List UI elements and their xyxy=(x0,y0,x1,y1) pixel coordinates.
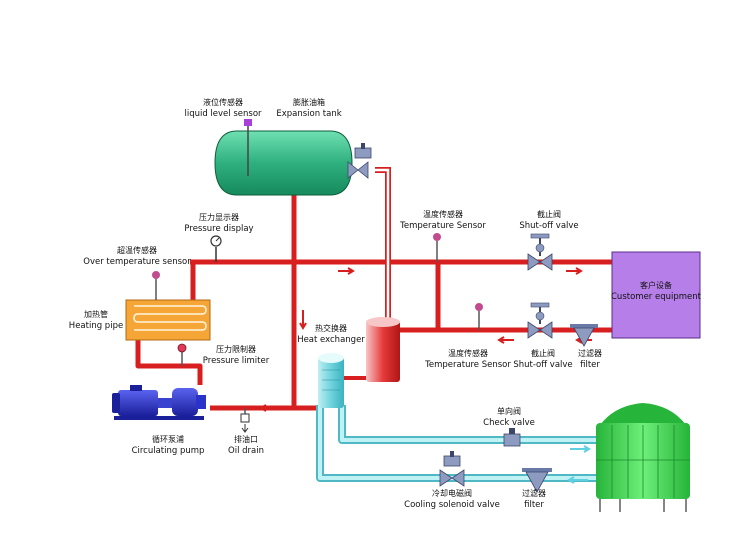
label-over-temp-sensor-en: Over temperature sensor xyxy=(83,257,191,267)
cooling-tower-icon xyxy=(596,403,690,512)
heating-pipe-unit xyxy=(125,299,211,341)
label-filter-right-en: filter xyxy=(580,360,600,370)
flow-arrow-left-icon xyxy=(497,336,514,344)
label-over-temp-sensor-cn: 超温传感器 xyxy=(117,245,157,255)
labels: 液位传感器 liquid level sensor 膨胀油箱 Expansion… xyxy=(69,97,702,510)
flow-arrow-right-icon xyxy=(566,267,583,275)
label-temp-sensor-top-en: Temperature Sensor xyxy=(399,221,486,231)
circulating-pump-icon xyxy=(112,385,206,420)
filter-right-icon xyxy=(570,324,598,347)
flow-arrow-right-icon xyxy=(338,267,355,275)
tank-overflow-pipe xyxy=(375,167,391,320)
label-shutoff-bottom-cn: 截止阀 xyxy=(531,348,555,358)
expansion-tank xyxy=(214,119,353,196)
tank-solenoid-valve-icon xyxy=(347,143,372,179)
label-cooling-solenoid-cn: 冷却电磁阀 xyxy=(432,488,472,498)
label-expansion-tank-cn: 膨胀油箱 xyxy=(293,97,325,107)
label-heat-exchanger-en: Heat exchanger xyxy=(297,335,365,345)
heater-to-pump-pipe xyxy=(135,338,203,385)
cooling-water-pipes xyxy=(316,405,600,482)
label-filter-bottom-en: filter xyxy=(524,500,544,510)
liquid-level-sensor-icon xyxy=(244,119,252,126)
label-temp-sensor-bottom-en: Temperature Sensor xyxy=(424,360,511,370)
pressure-display-icon xyxy=(210,235,222,262)
flow-arrow-left-icon xyxy=(259,404,278,412)
label-check-valve-cn: 单向阀 xyxy=(497,406,521,416)
oil-drain-icon xyxy=(240,408,250,433)
label-filter-right-cn: 过滤器 xyxy=(578,348,602,358)
label-pressure-display-en: Pressure display xyxy=(184,224,253,234)
label-shutoff-bottom-en: Shut-off valve xyxy=(513,360,572,370)
label-pressure-display-cn: 压力显示器 xyxy=(199,212,239,222)
label-filter-bottom-cn: 过滤器 xyxy=(522,488,546,498)
label-check-valve-en: Check valve xyxy=(483,418,535,428)
label-oil-drain-cn: 排油口 xyxy=(234,434,258,444)
label-heating-pipe-en: Heating pipe xyxy=(69,321,123,331)
label-shutoff-top-cn: 截止阀 xyxy=(537,209,561,219)
check-valve-icon xyxy=(503,428,521,447)
label-pressure-limiter-cn: 压力限制器 xyxy=(216,344,256,354)
filter-bottom-icon xyxy=(522,468,552,493)
over-temperature-sensor-icon xyxy=(152,271,160,300)
label-pressure-limiter-en: Pressure limiter xyxy=(203,356,270,366)
flow-arrow-left-icon xyxy=(567,476,588,484)
label-temp-sensor-bottom-cn: 温度传感器 xyxy=(448,348,488,358)
shutoff-valve-bottom-icon xyxy=(527,302,553,339)
label-heat-exchanger-cn: 热交换器 xyxy=(315,323,347,333)
label-oil-drain-en: Oil drain xyxy=(228,446,264,456)
temperature-sensor-bottom-icon xyxy=(475,303,483,330)
label-expansion-tank-en: Expansion tank xyxy=(276,109,341,119)
label-customer-equipment-cn: 客户设备 xyxy=(640,280,672,290)
flow-arrow-right-icon xyxy=(570,445,591,453)
label-circulating-pump-cn: 循环泵浦 xyxy=(152,434,184,444)
temperature-sensor-top-icon xyxy=(433,233,441,262)
label-customer-equipment-en: Customer equipment xyxy=(611,292,702,302)
label-shutoff-top-en: Shut-off valve xyxy=(519,221,578,231)
customer-equipment-box xyxy=(611,251,701,339)
heat-exchanger-unit xyxy=(318,317,400,408)
label-liquid-level-sensor-cn: 液位传感器 xyxy=(203,97,243,107)
label-heating-pipe-cn: 加热管 xyxy=(84,309,108,319)
label-liquid-level-sensor-en: liquid level sensor xyxy=(184,109,262,119)
label-circulating-pump-en: Circulating pump xyxy=(132,446,205,456)
label-temp-sensor-top-cn: 温度传感器 xyxy=(423,209,463,219)
flow-arrow-down-icon xyxy=(299,310,307,330)
shutoff-valve-top-icon xyxy=(527,233,553,271)
label-cooling-solenoid-en: Cooling solenoid valve xyxy=(404,500,500,510)
flow-arrows xyxy=(259,267,592,484)
pressure-limiter-icon xyxy=(177,343,187,366)
cooling-solenoid-valve-icon xyxy=(439,451,465,487)
